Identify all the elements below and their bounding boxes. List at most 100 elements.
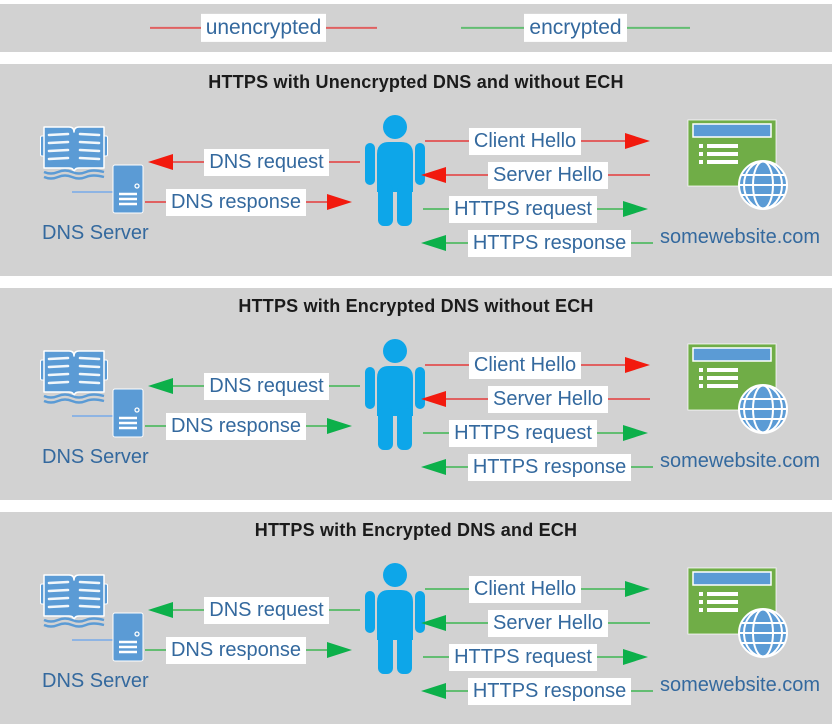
arrow-line (631, 690, 654, 692)
arrowhead-left-icon (421, 615, 446, 631)
arrowhead-left-icon (421, 459, 446, 475)
arrow-line (173, 385, 205, 387)
panel-title: HTTPS with Unencrypted DNS and without E… (208, 72, 624, 92)
open-book-icon (40, 126, 108, 180)
arrow-label: Server Hello (487, 385, 609, 413)
server-tower-icon (112, 388, 144, 438)
arrow-line (306, 201, 327, 203)
arrow-https-request: HTTPS request (423, 193, 649, 225)
arrow-line (446, 690, 468, 692)
arrowhead-right-icon (327, 418, 352, 434)
legend-band: unencrypted encrypted (0, 4, 832, 52)
arrowhead-right-icon (327, 194, 352, 210)
panel-title: HTTPS with Encrypted DNS and ECH (254, 520, 578, 540)
arrow-label: Client Hello (468, 127, 582, 155)
arrow-label: HTTPS response (467, 229, 632, 257)
server-tower-icon (112, 164, 144, 214)
arrow-label: HTTPS request (449, 419, 597, 447)
person-icon (365, 339, 425, 450)
arrowhead-left-icon (148, 154, 173, 170)
arrow-server-hello: Server Hello (421, 607, 651, 639)
arrow-dns-response: DNS response (145, 186, 352, 218)
arrow-line (306, 425, 327, 427)
arrow-server-hello: Server Hello (421, 383, 651, 415)
arrow-label: Server Hello (487, 161, 609, 189)
arrow-line (145, 649, 166, 651)
arrow-line (423, 432, 450, 434)
arrowhead-right-icon (327, 642, 352, 658)
encrypted-line-icon (626, 27, 691, 29)
arrow-label: DNS response (165, 188, 307, 216)
arrow-https-response: HTTPS response (421, 451, 654, 483)
arrowhead-left-icon (421, 235, 446, 251)
arrow-line (328, 609, 360, 611)
unencrypted-line-icon (326, 27, 377, 29)
website-label: somewebsite.com (660, 450, 821, 472)
server-tower-icon (112, 612, 144, 662)
arrow-line (446, 398, 488, 400)
panel-encrypted-dns-and-ech: HTTPS with Encrypted DNS and ECH (0, 512, 832, 724)
legend-label-encrypted: encrypted (524, 13, 627, 43)
panel-unencrypted-dns-no-ech: HTTPS with Unencrypted DNS and without E… (0, 64, 832, 276)
book-server-connector (72, 415, 114, 417)
arrow-server-hello: Server Hello (421, 159, 651, 191)
arrow-line (423, 656, 450, 658)
unencrypted-line-icon (150, 27, 201, 29)
arrow-https-response: HTTPS response (421, 227, 654, 259)
arrow-label: Server Hello (487, 609, 609, 637)
globe-icon (738, 160, 788, 210)
arrow-line (446, 622, 488, 624)
arrow-line (446, 242, 468, 244)
website-label: somewebsite.com (660, 226, 821, 248)
arrow-line (608, 398, 651, 400)
arrow-line (581, 364, 626, 366)
globe-icon (738, 384, 788, 434)
arrow-https-request: HTTPS request (423, 641, 649, 673)
legend-item-unencrypted: unencrypted (150, 13, 377, 43)
arrowhead-left-icon (148, 602, 173, 618)
book-server-connector (72, 639, 114, 641)
arrow-line (631, 242, 654, 244)
arrow-line (425, 140, 469, 142)
website-icon (687, 343, 788, 434)
arrow-dns-request: DNS request (148, 594, 360, 626)
panel-encrypted-dns-no-ech: HTTPS with Encrypted DNS without ECH (0, 288, 832, 500)
arrow-line (608, 622, 651, 624)
arrow-line (581, 588, 626, 590)
arrow-dns-response: DNS response (145, 634, 352, 666)
arrow-client-hello: Client Hello (425, 349, 651, 381)
arrow-label: Client Hello (468, 575, 582, 603)
arrow-line (581, 140, 626, 142)
arrow-line (596, 656, 624, 658)
website-label: somewebsite.com (660, 674, 821, 696)
arrow-label: HTTPS request (449, 195, 597, 223)
arrow-dns-request: DNS request (148, 370, 360, 402)
arrow-line (328, 385, 360, 387)
legend-label-unencrypted: unencrypted (200, 13, 327, 43)
arrow-dns-response: DNS response (145, 410, 352, 442)
arrow-line (596, 208, 624, 210)
arrow-line (631, 466, 654, 468)
arrowhead-left-icon (421, 167, 446, 183)
arrow-line (423, 208, 450, 210)
arrow-client-hello: Client Hello (425, 573, 651, 605)
arrow-label: DNS request (204, 372, 329, 400)
arrow-https-response: HTTPS response (421, 675, 654, 707)
arrow-line (306, 649, 327, 651)
arrow-line (328, 161, 360, 163)
arrow-label: HTTPS response (467, 677, 632, 705)
arrow-label: HTTPS response (467, 453, 632, 481)
arrowhead-left-icon (421, 683, 446, 699)
arrow-client-hello: Client Hello (425, 125, 651, 157)
arrow-line (446, 174, 488, 176)
legend-item-encrypted: encrypted (461, 13, 691, 43)
arrowhead-right-icon (625, 133, 651, 149)
arrow-line (596, 432, 624, 434)
arrow-line (425, 588, 469, 590)
arrowhead-right-icon (623, 649, 649, 665)
arrowhead-right-icon (625, 357, 651, 373)
arrowhead-right-icon (625, 581, 651, 597)
arrow-label: DNS request (204, 596, 329, 624)
website-icon (687, 567, 788, 658)
